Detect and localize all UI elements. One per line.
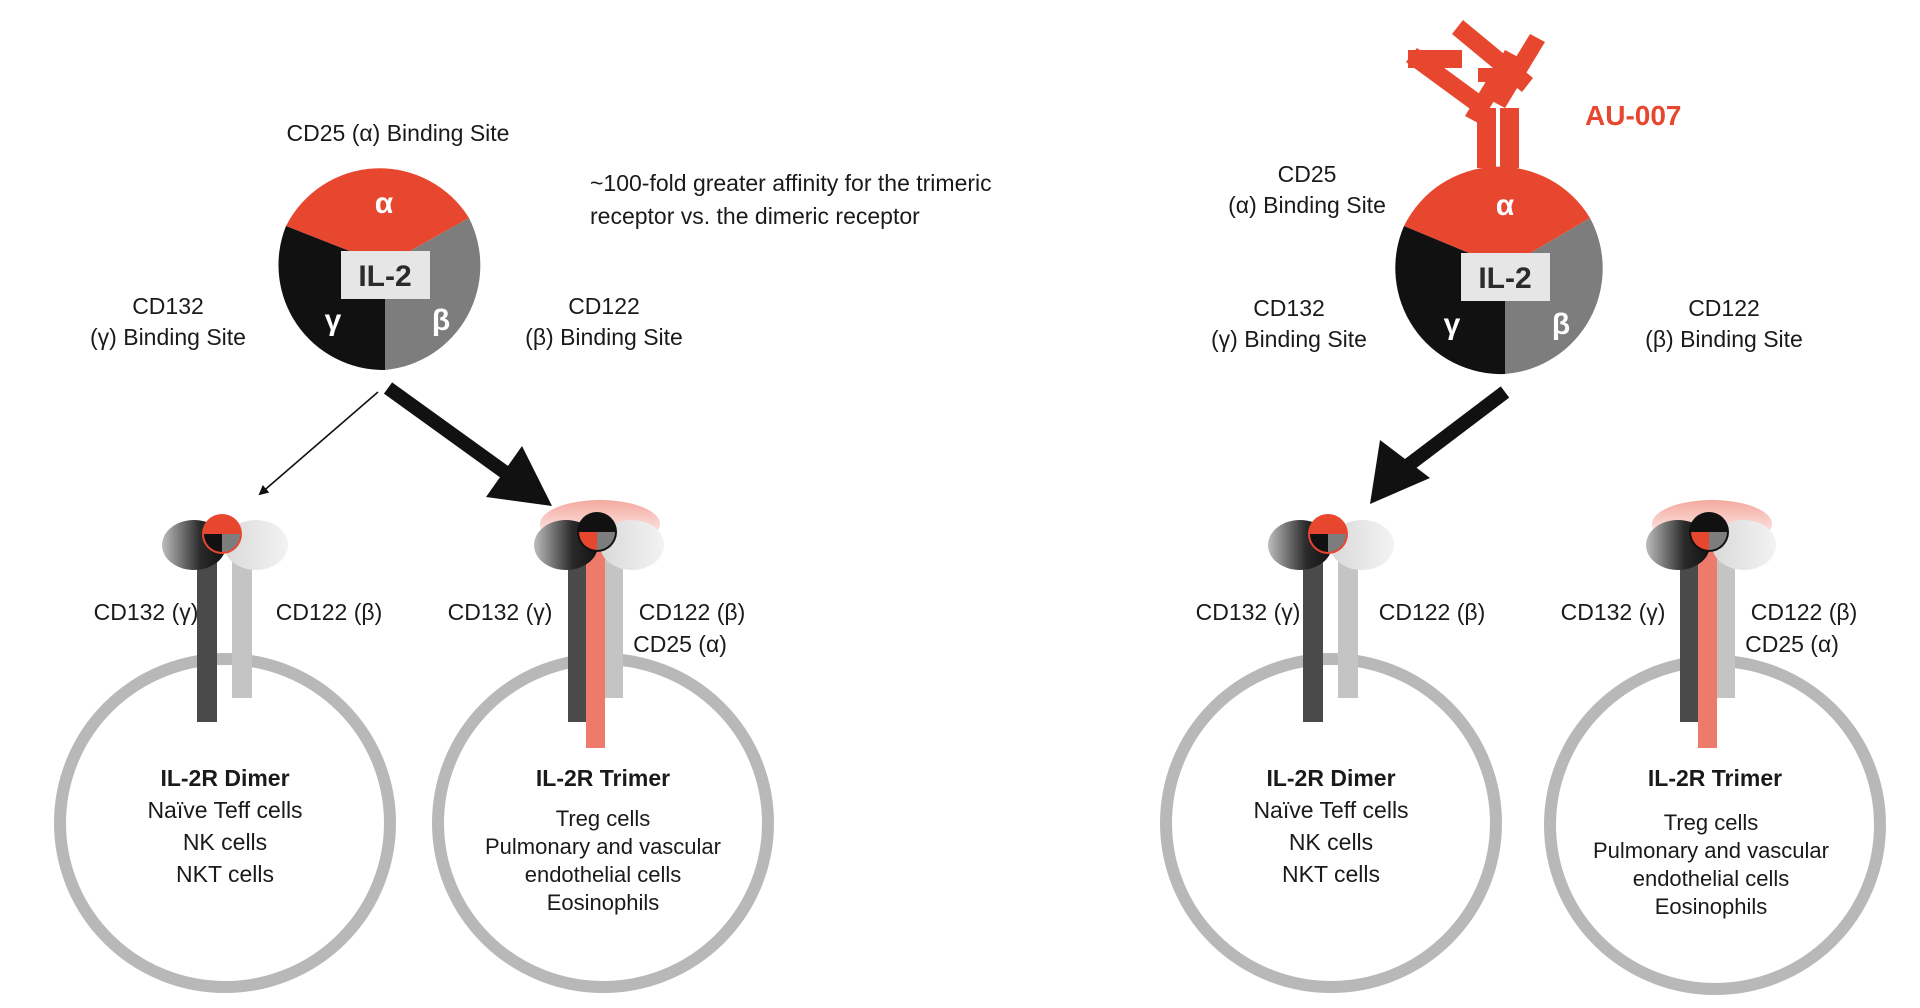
trimer-title-right: IL-2R Trimer [1648, 765, 1782, 791]
cd122-binding-site-label: CD122 [568, 293, 640, 319]
dimer-cell-1-right: Naïve Teff cells [1253, 797, 1408, 823]
dimer-cell: CD132 (γ) CD122 (β) IL-2R Dimer Naïve Te… [54, 514, 396, 993]
beta-symbol: β [432, 304, 450, 337]
dimer-cell-right: CD132 (γ) CD122 (β) IL-2R Dimer Naïve Te… [1160, 514, 1502, 993]
cd25-binding-site-label-right-2: (α) Binding Site [1228, 192, 1386, 218]
trimer-title: IL-2R Trimer [536, 765, 670, 791]
alpha-symbol-right: α [1496, 189, 1515, 222]
gamma-symbol-right: γ [1444, 308, 1461, 341]
cd132-binding-site-label-2: (γ) Binding Site [90, 324, 246, 350]
thin-arrow-to-dimer [258, 391, 379, 496]
dimer-title: IL-2R Dimer [160, 765, 289, 791]
right-panel: AU-007 IL-2 α γ β CD25 (α) Binding Site … [1160, 20, 1886, 995]
trimer-cell-3: endothelial cells [525, 862, 682, 887]
trimer-cell-3-right: endothelial cells [1633, 866, 1790, 891]
dimer-cd122-label: CD122 (β) [276, 599, 383, 625]
il2-label-right: IL-2 [1478, 262, 1531, 295]
cd132-binding-site-label-right-2: (γ) Binding Site [1211, 326, 1367, 352]
trimer-cell-4-right: Eosinophils [1655, 894, 1768, 919]
trimer-cell-2: Pulmonary and vascular [485, 834, 721, 859]
trimer-cd132-label: CD132 (γ) [448, 599, 553, 625]
cd122-binding-site-label-2: (β) Binding Site [525, 324, 683, 350]
left-panel: IL-2 α γ β CD25 (α) Binding Site ~100-fo… [54, 120, 992, 993]
il2-molecule: IL-2 α γ β [278, 168, 481, 371]
cd132-binding-site-label: CD132 [132, 293, 204, 319]
trimer-cell-4: Eosinophils [547, 890, 660, 915]
trimer-cell-2-right: Pulmonary and vascular [1593, 838, 1829, 863]
cd25-binding-site-label: CD25 (α) Binding Site [287, 120, 510, 146]
dimer-cell-3-right: NKT cells [1282, 861, 1380, 887]
cd25-binding-site-label-right: CD25 [1278, 161, 1337, 187]
dimer-cd132-label-right: CD132 (γ) [1196, 599, 1301, 625]
dimer-cell-2: NK cells [183, 829, 267, 855]
beta-symbol-right: β [1552, 308, 1570, 341]
trimer-cd25-label: CD25 (α) [633, 631, 727, 657]
trimer-cd132-label-right: CD132 (γ) [1561, 599, 1666, 625]
gamma-symbol: γ [325, 304, 342, 337]
trimer-cell-1: Treg cells [556, 806, 651, 831]
affinity-note-line1: ~100-fold greater affinity for the trime… [590, 170, 992, 196]
alpha-symbol: α [375, 187, 394, 220]
trimer-cd122-label: CD122 (β) [639, 599, 746, 625]
cd132-binding-site-label-right: CD132 [1253, 295, 1325, 321]
trimer-cell-1-right: Treg cells [1664, 810, 1759, 835]
thick-arrow-to-trimer [383, 382, 552, 506]
dimer-cell-3: NKT cells [176, 861, 274, 887]
il2-label: IL-2 [358, 260, 411, 293]
dimer-title-right: IL-2R Dimer [1266, 765, 1395, 791]
trimer-cd122-label-right: CD122 (β) [1751, 599, 1858, 625]
dimer-cd122-label-right: CD122 (β) [1379, 599, 1486, 625]
dimer-cell-1: Naïve Teff cells [147, 797, 302, 823]
affinity-note-line2: receptor vs. the dimeric receptor [590, 203, 920, 229]
au007-antibody-icon [1406, 20, 1545, 168]
cd122-binding-site-label-right: CD122 [1688, 295, 1760, 321]
cd122-binding-site-label-right-2: (β) Binding Site [1645, 326, 1803, 352]
il2-molecule-bound: IL-2 α γ β [1395, 166, 1603, 375]
trimer-cell: CD132 (γ) CD122 (β) CD25 (α) IL-2R Trime… [432, 500, 774, 993]
thick-arrow-to-dimer-right [1370, 386, 1510, 504]
dimer-cd132-label: CD132 (γ) [94, 599, 199, 625]
trimer-cd25-label-right: CD25 (α) [1745, 631, 1839, 657]
trimer-cell-right: CD132 (γ) CD122 (β) CD25 (α) IL-2R Trime… [1544, 500, 1886, 995]
dimer-cell-2-right: NK cells [1289, 829, 1373, 855]
au007-label: AU-007 [1585, 100, 1681, 131]
